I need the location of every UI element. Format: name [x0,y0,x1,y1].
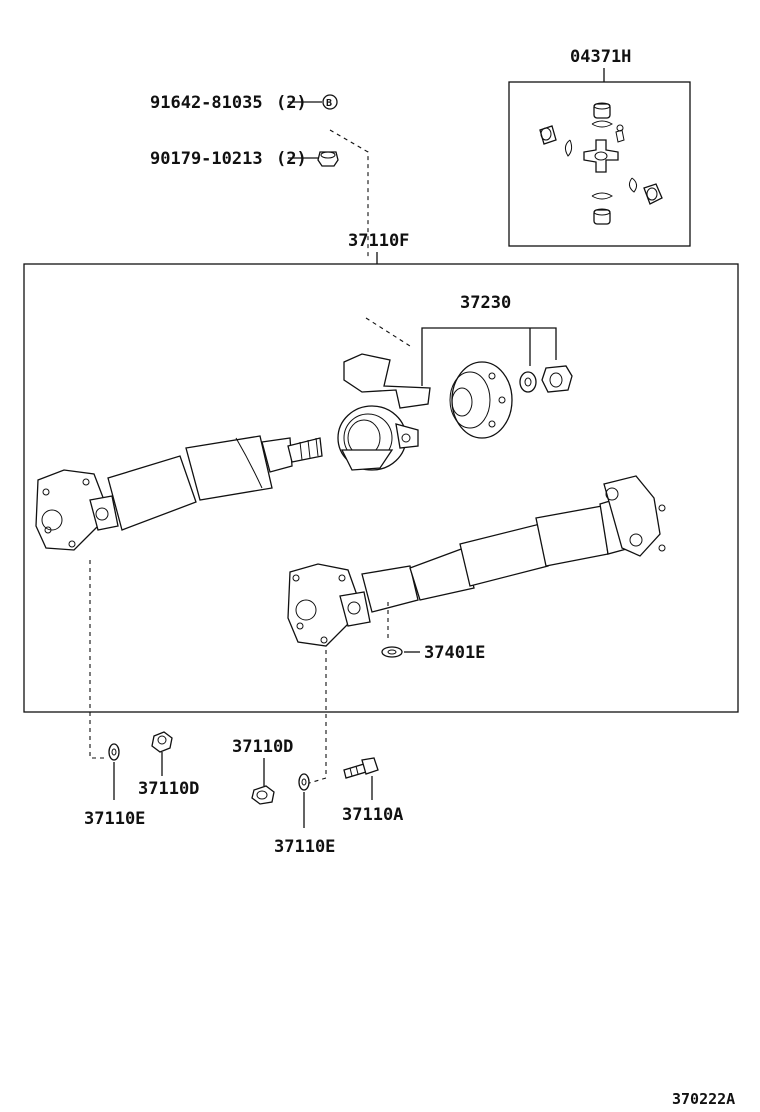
nut-quantity: (2) [276,149,307,169]
bolt-marker-letter: B [326,98,332,109]
hex-bolt-part-number[interactable]: 37110A [342,805,403,825]
left-washer-icon [108,743,120,761]
middle-washer-icon [298,773,310,791]
left-nut-icon [151,731,173,753]
lock-nut-icon [541,365,573,393]
bolt-quantity: (2) [276,93,307,113]
middle-nut-part-number[interactable]: 37110D [232,737,293,757]
bolt-part-number[interactable]: 91642-81035 [150,93,263,113]
center-support-bearing-icon [337,353,431,471]
front-propeller-shaft-icon [35,435,323,551]
grease-fitting-part-number[interactable]: 37401E [424,643,485,663]
middle-nut-icon [251,785,275,805]
flange-nut-icon [317,151,339,167]
spider-kit-part-number[interactable]: 04371H [570,47,631,67]
left-nut-part-number[interactable]: 37110D [138,779,199,799]
spider-kit-box [508,81,691,247]
hex-bolt-icon [343,757,379,779]
bolt-marker-icon [322,94,338,110]
center-bearing-part-number[interactable]: 37230 [460,293,511,313]
companion-flange-icon [449,361,513,439]
figure-code: 370222A [672,1090,735,1108]
bolt-callout[interactable]: 91642-81035 (2) B [150,93,338,113]
rear-propeller-shaft-icon [287,475,666,647]
nut-part-number[interactable]: 90179-10213 [150,149,263,169]
left-flange-dashed-line [89,560,108,759]
left-washer-part-number[interactable]: 37110E [84,809,145,829]
nut-callout[interactable]: 90179-10213 (2) [150,149,339,169]
center-bearing-leader [421,327,557,386]
bolt-to-assembly-dashed-line [329,129,369,258]
grease-fitting-icon [381,646,403,658]
washer-icon [519,371,537,393]
middle-washer-part-number[interactable]: 37110E [274,837,335,857]
universal-joint-spider-icon [539,102,663,225]
rear-flange-dashed-line [305,650,327,785]
center-bearing-dashed-line [365,317,411,347]
assembly-box [23,263,739,713]
assembly-part-number[interactable]: 37110F [348,231,409,251]
